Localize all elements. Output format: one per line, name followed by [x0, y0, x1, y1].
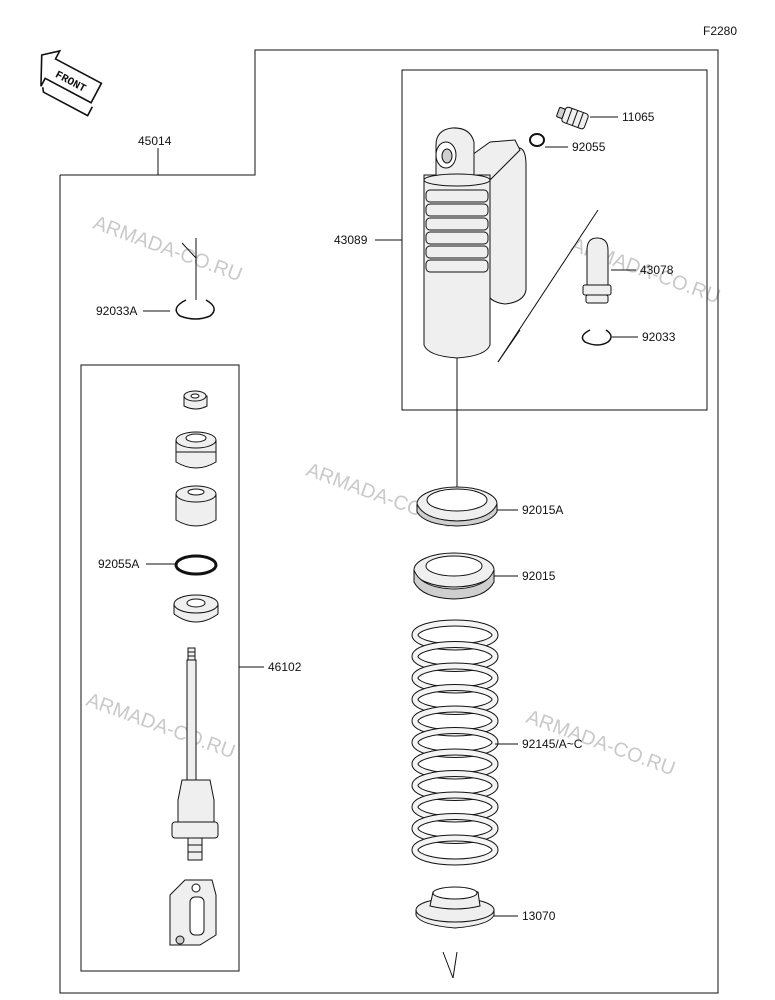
part-label-43078: 43078	[640, 263, 674, 277]
watermark-4: ARMADA-CO.RU	[83, 689, 238, 763]
watermark-1: ARMADA-CO.RU	[90, 212, 245, 286]
part-label-43089: 43089	[334, 233, 368, 247]
part-label-92033A: 92033A	[96, 304, 137, 318]
part-label-46102: 46102	[268, 660, 302, 674]
adjuster-nut-92015	[413, 552, 495, 600]
front-arrow-icon: FRONT	[40, 49, 103, 117]
part-label-92015: 92015	[522, 569, 556, 583]
damper-rod-assembly-46102	[169, 390, 219, 946]
shock-spring-92145	[411, 619, 499, 866]
part-label-92033: 92033	[642, 330, 676, 344]
circlip-92033A	[175, 299, 215, 320]
bladder-43078	[582, 237, 612, 304]
part-label-92055A: 92055A	[98, 557, 139, 571]
assembly-frame-45014	[59, 49, 719, 994]
spring-coil-fill	[412, 835, 498, 865]
subassembly-frame-46102	[80, 364, 240, 972]
valve-11065	[556, 106, 589, 130]
circlip-92033	[581, 329, 612, 346]
spring-guide-13070	[415, 886, 495, 929]
part-label-13070: 13070	[522, 909, 556, 923]
diagram-code: F2280	[703, 24, 737, 38]
part-label-92145: 92145/A~C	[522, 737, 583, 751]
part-label-11065: 11065	[622, 110, 655, 124]
part-label-92015A: 92015A	[522, 503, 563, 517]
part-label-45014: 45014	[138, 134, 172, 148]
o-ring-92055	[529, 133, 545, 147]
part-label-92055: 92055	[572, 140, 606, 154]
shock-ribs	[425, 189, 489, 273]
shock-absorber-body	[423, 127, 527, 520]
lock-nut-92015A	[416, 486, 498, 527]
o-ring-92055A	[174, 554, 218, 576]
